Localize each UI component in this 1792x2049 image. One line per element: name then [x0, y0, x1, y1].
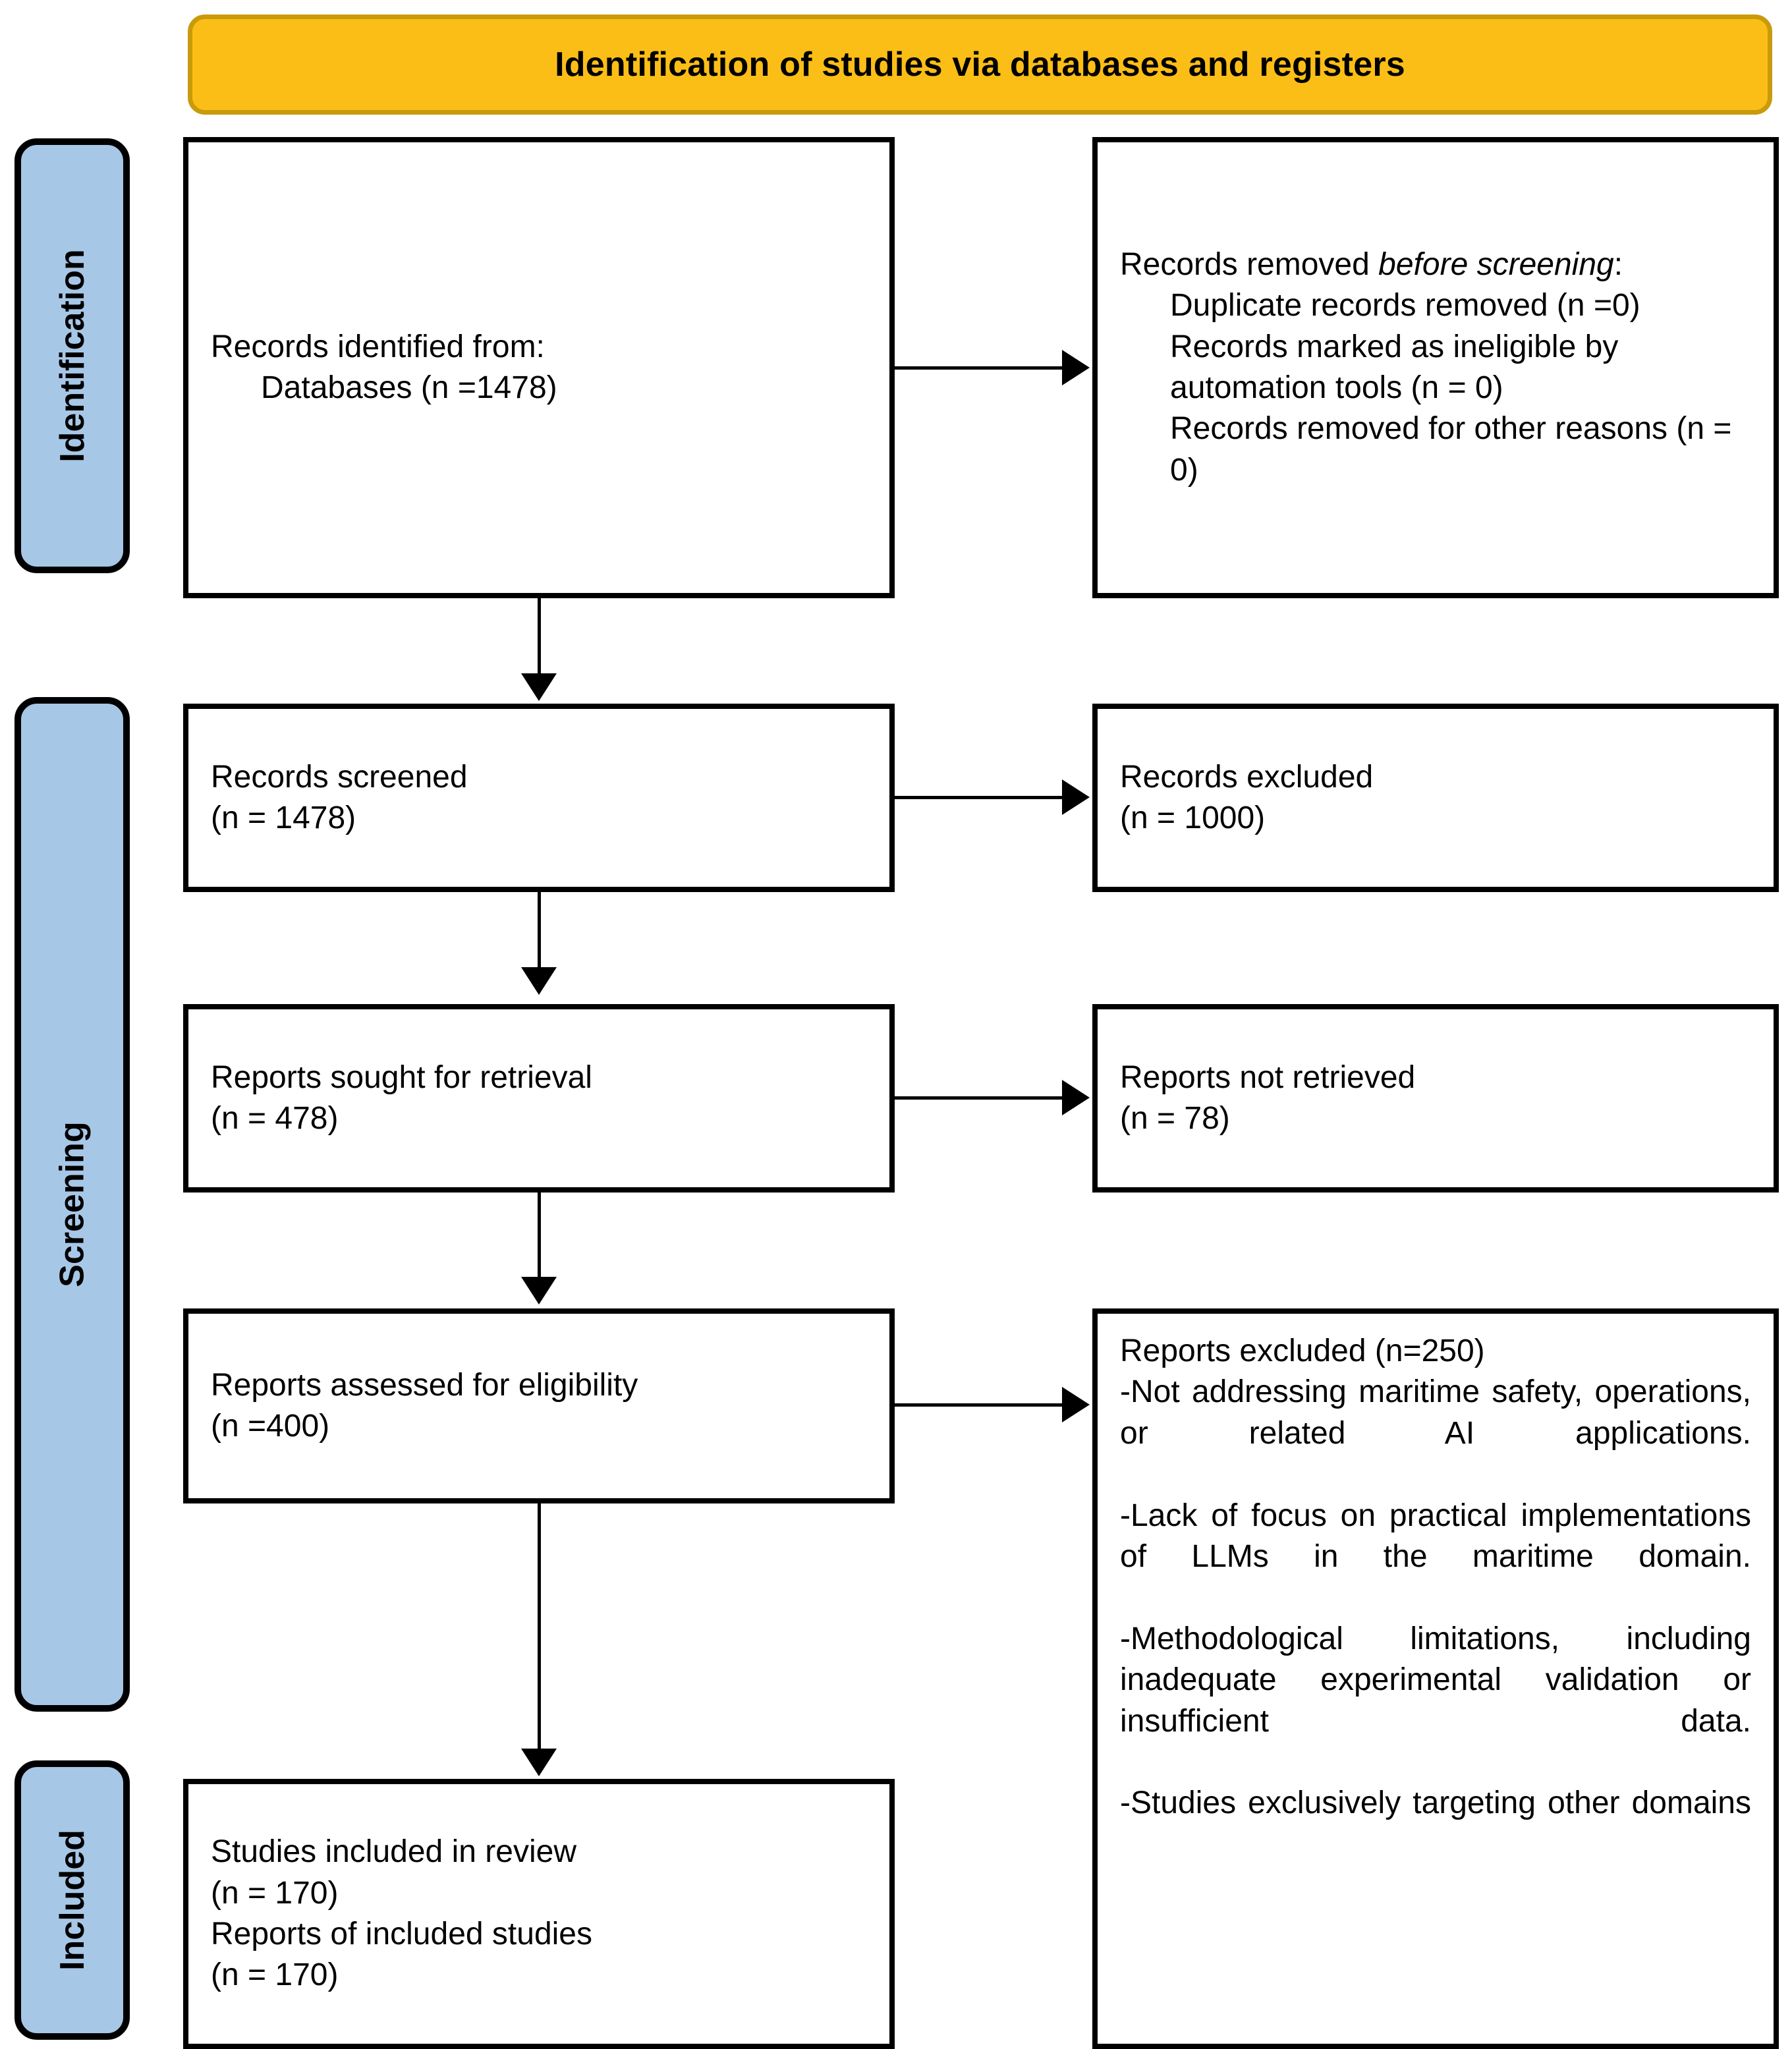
records-removed-heading-suffix: :	[1613, 246, 1623, 282]
diagram-title-banner: Identification of studies via databases …	[188, 14, 1772, 115]
box-records-identified: Records identified from: Databases (n =1…	[183, 137, 895, 598]
box-records-excluded: Records excluded (n = 1000)	[1092, 704, 1779, 892]
reports-excluded-reason-4: -Studies exclusively targeting other dom…	[1120, 1785, 1751, 1821]
box-reports-not-retrieved: Reports not retrieved (n = 78)	[1092, 1004, 1779, 1193]
reports-sought-line1: Reports sought for retrieval	[211, 1059, 592, 1095]
box-records-removed-before-screening: Records removed before screening: Duplic…	[1092, 137, 1779, 598]
records-screened-line2: (n = 1478)	[211, 800, 356, 835]
arrow-down-icon	[521, 1749, 557, 1776]
stage-label-identification-text: Identification	[53, 249, 92, 463]
connector-identified-to-screened	[538, 598, 541, 676]
reports-assessed-line2: (n =400)	[211, 1409, 330, 1444]
reports-not-retrieved-line2: (n = 78)	[1120, 1101, 1230, 1136]
reports-excluded-reason-2: -Lack of focus on practical implementati…	[1120, 1498, 1751, 1574]
arrow-down-icon	[521, 673, 557, 701]
records-removed-heading-prefix: Records removed	[1120, 246, 1379, 282]
records-identified-line2: Databases (n =1478)	[261, 370, 557, 405]
stage-label-identification: Identification	[14, 138, 130, 573]
studies-included-line4: (n = 170)	[211, 1957, 339, 1993]
reports-excluded-heading: Reports excluded (n=250)	[1120, 1333, 1485, 1368]
arrow-right-icon	[1062, 1387, 1090, 1422]
records-screened-line1: Records screened	[211, 759, 468, 795]
records-removed-item-other: Records removed for other reasons (n = 0…	[1170, 411, 1732, 488]
records-removed-item-duplicates: Duplicate records removed (n =0)	[1170, 288, 1640, 323]
records-identified-line1: Records identified from:	[211, 329, 545, 364]
studies-included-line1: Studies included in review	[211, 1834, 576, 1870]
connector-sought-to-assessed	[538, 1193, 541, 1279]
connector-screened-to-sought	[538, 892, 541, 970]
diagram-title: Identification of studies via databases …	[555, 45, 1405, 84]
connector-assessed-to-included	[538, 1503, 541, 1751]
stage-label-included-text: Included	[53, 1830, 92, 1971]
reports-sought-line2: (n = 478)	[211, 1101, 339, 1136]
connector-assessed-to-reportsexcluded	[895, 1403, 1065, 1407]
reports-excluded-reason-3: -Methodological limitations, including i…	[1120, 1621, 1751, 1739]
stage-label-screening-text: Screening	[53, 1121, 92, 1287]
arrow-down-icon	[521, 967, 557, 995]
records-excluded-line1: Records excluded	[1120, 759, 1374, 795]
box-reports-excluded: Reports excluded (n=250) -Not addressing…	[1092, 1308, 1779, 2049]
studies-included-line3: Reports of included studies	[211, 1917, 592, 1951]
stage-label-screening: Screening	[14, 697, 130, 1712]
arrow-down-icon	[521, 1277, 557, 1305]
records-removed-heading: Records removed before screening:	[1120, 244, 1751, 285]
arrow-right-icon	[1062, 1080, 1090, 1115]
box-reports-sought-for-retrieval: Reports sought for retrieval (n = 478)	[183, 1004, 895, 1193]
arrow-right-icon	[1062, 779, 1090, 815]
reports-not-retrieved-line1: Reports not retrieved	[1120, 1059, 1416, 1095]
stage-label-included: Included	[14, 1760, 130, 2040]
records-excluded-line2: (n = 1000)	[1120, 800, 1266, 835]
records-removed-item-automation: Records marked as ineligible by automati…	[1170, 329, 1619, 405]
studies-included-line2: (n = 170)	[211, 1875, 339, 1911]
records-removed-heading-italic: before screening	[1378, 246, 1614, 282]
reports-excluded-reason-1: -Not addressing maritime safety, operati…	[1120, 1374, 1751, 1451]
box-records-screened: Records screened (n = 1478)	[183, 704, 895, 892]
connector-sought-to-notretrieved	[895, 1096, 1065, 1100]
connector-identified-to-removed	[895, 366, 1065, 370]
box-reports-assessed-for-eligibility: Reports assessed for eligibility (n =400…	[183, 1308, 895, 1503]
box-studies-included-in-review: Studies included in review (n = 170) Rep…	[183, 1779, 895, 2049]
arrow-right-icon	[1062, 350, 1090, 385]
reports-assessed-line1: Reports assessed for eligibility	[211, 1367, 638, 1403]
connector-screened-to-excluded	[895, 796, 1065, 799]
